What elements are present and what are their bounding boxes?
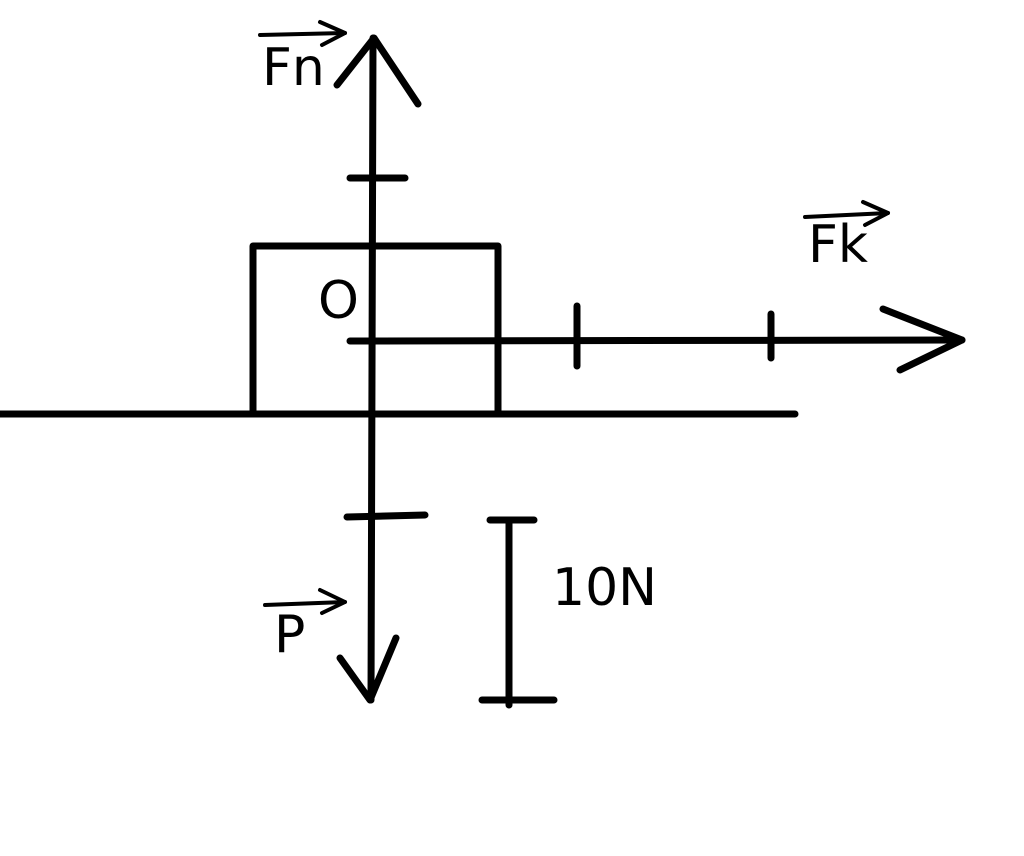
weight-arrowhead (336, 634, 400, 704)
weight-vector-mark (263, 588, 347, 615)
normal-force-label: Fn (262, 38, 325, 98)
friction-force-label: Fk (808, 215, 868, 275)
friction-force-arrowhead (879, 305, 966, 374)
vertical-axis (367, 34, 377, 704)
friction-force-vector-mark (803, 200, 890, 227)
horizontal-axis (346, 336, 966, 345)
weight-label: P (274, 605, 305, 665)
normal-force-vector-mark (258, 20, 347, 47)
normal-force-arrowhead (333, 34, 422, 108)
tick-vertical-lower (343, 511, 429, 521)
scale-label: 10N (552, 558, 657, 618)
origin-label: O (318, 271, 359, 331)
